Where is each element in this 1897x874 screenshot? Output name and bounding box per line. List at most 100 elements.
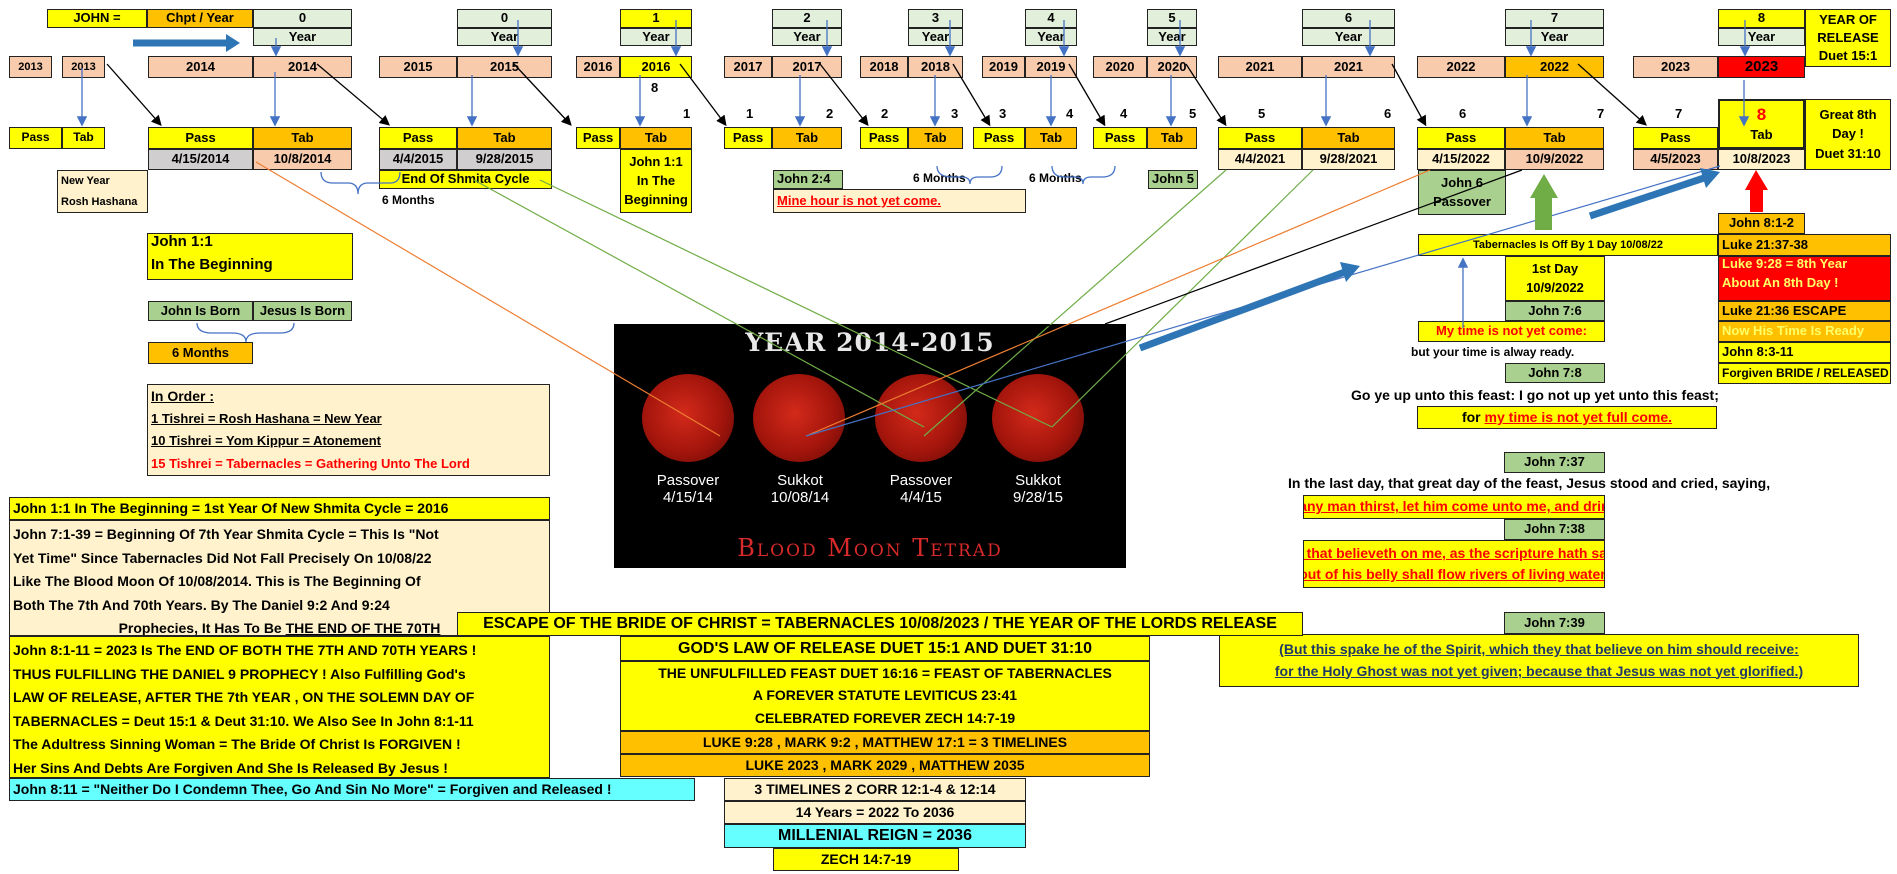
year-text: Year [1037,28,1065,44]
six-months-text: 6 Months [171,344,230,360]
john-born-text: John Is Born [160,302,241,318]
date-cell: 10/8/2014 [253,149,352,170]
paragraph-line: THUS FULFILLING THE DANIEL 9 PROPHECY ! … [13,665,466,682]
tab-text: Tab [1039,129,1063,145]
chapter-8: 8 [1718,9,1805,28]
year-2016a: 2016 [576,56,620,78]
line1-text: John 1:1 In The Beginning = 1st Year Of … [13,499,449,516]
beginning-shmita-line: John 1:1 In The Beginning = 1st Year Of … [9,497,550,520]
year-2019b: 2019 [1025,56,1077,78]
great-8th-day-box: Great 8th Day ! Duet 31:10 [1805,99,1891,170]
pass-text: Pass [402,129,434,145]
john812-text: John 8:1-2 [1728,215,1794,231]
mine-hour-text: Mine hour is not yet come. [777,192,941,208]
year-value: 2017 [792,58,822,74]
year-value: 2014 [186,58,215,74]
john6-line: Passover [1433,194,1491,209]
num-label: 1 [683,106,691,121]
luke928-line: Luke 9:28 = 8th Year [1722,256,1848,271]
spirit-line: (But this spake he of the Spirit, which … [1279,641,1799,658]
john811-text: John 8:11 = "Neither Do I Condemn Thee, … [13,780,612,797]
paragraph-line: Yet Time" Since Tabernacles Did Not Fall… [13,549,432,566]
num-label: 6 [1459,106,1467,121]
tab-cell: Tab [620,127,692,149]
date-cell: 4/4/2015 [379,149,457,170]
thirst-box: If any man thirst, let him come unto me,… [1303,495,1605,519]
john737-text: John 7:37 [1524,454,1585,470]
year-value: 2018 [921,58,950,74]
year-label: Year [1147,28,1197,46]
release-line: Duet 15:1 [1818,48,1878,64]
tab-text: Tab [493,129,516,145]
year-value: 2016 [641,58,671,74]
john-7-39-box: John 7:39 [1504,612,1605,634]
tab-text: Tab [924,129,947,145]
shmita-paragraph: John 7:1-39 = Beginning Of 7th Year Shmi… [9,520,550,636]
num-label: 3 [951,106,959,121]
year-text: Year [1158,28,1186,44]
my-time-box: My time is not yet come: [1418,321,1605,342]
john-6-box: John 6 Passover [1418,170,1506,215]
chapter-num: 4 [1047,10,1055,26]
new-year-box: New Year Rosh Hashana [57,170,148,213]
date-text: 4/4/2021 [1234,151,1286,167]
year-text: Year [793,28,821,44]
john6-line: John 6 [1441,174,1483,190]
tab-cell: Tab [908,127,963,149]
in-order-line: 15 Tishrei = Tabernacles = Gathering Unt… [151,455,470,471]
spirit-box: (But this spake he of the Spirit, which … [1219,634,1859,687]
date-text: 4/5/2023 [1650,151,1701,167]
tab-text: Tab [795,129,819,145]
millenial-reign-box: MILLENIAL REIGN = 2036 [724,824,1026,848]
fourteen-years-box: 14 Years = 2022 To 2036 [724,801,1026,824]
year-2015a: 2015 [379,56,457,78]
john-8-11-line: John 8:11 = "Neither Do I Condemn Thee, … [9,778,695,801]
luke-9-28-box: Luke 9:28 = 8th Year About An 8th Day ! [1718,256,1891,301]
paragraph-line: Prophecies, It Has To Be [118,620,282,636]
num-label: 5 [1258,106,1266,121]
pass-text: Pass [1104,129,1136,145]
tab-cell: Tab [1147,127,1197,149]
year-value: 2020 [1105,58,1135,74]
year-2017a: 2017 [724,56,772,78]
release-line: YEAR OF [1819,11,1877,27]
year-value: 2021 [1334,58,1363,74]
first-day-line: 1st Day [1531,260,1579,276]
go-ye-text: Go ye up unto this feast: I go not up ye… [1351,387,1719,403]
num-label: 3 [999,106,1007,121]
year-text: Year [921,28,950,44]
moon-name: Passover [656,472,720,489]
three-timelines-text: 3 TIMELINES 2 CORR 12:1-4 & 12:14 [754,780,996,797]
great-line: Duet 31:10 [1815,145,1881,161]
date-text: 10/8/2014 [273,151,332,167]
year-2018a: 2018 [860,56,908,78]
jesus-born-box: Jesus Is Born [253,301,352,321]
pass-cell: Pass [1417,127,1505,149]
law-text: GOD'S LAW OF RELEASE DUET 15:1 AND DUET … [678,639,1092,657]
blood-moon-3 [875,374,967,462]
in-order-title: In Order : [151,387,215,404]
tab-text: Tab [73,130,94,145]
blood-moon-2 [753,374,845,462]
john5-text: John 5 [1152,171,1194,187]
chapter-num: 3 [931,10,940,26]
chapter-num: 0 [298,10,307,26]
year-of-release-box: YEAR OF RELEASE Duet 15:1 [1805,9,1891,67]
date-text: 10/8/2023 [1732,151,1791,167]
tab-cell: Tab [1025,127,1077,149]
moon-date: 4/4/15 [900,489,942,507]
john11-line: In The [636,172,676,188]
for-my-time-box: for my time is not yet full come. [1417,406,1717,429]
in-order-line: 1 Tishrei = Rosh Hashana = New Year [151,411,382,427]
six-months-label: 6 Months [382,193,435,207]
moon-date: 4/15/14 [662,489,714,507]
chapter-num: 5 [1168,10,1176,26]
date-cell: 10/9/2022 [1505,149,1604,170]
date-text: 4/15/2014 [171,151,230,167]
moon-date: 10/08/14 [770,489,830,507]
new-year-line: Rosh Hashana [61,195,138,208]
pass-cell: Pass [860,127,908,149]
feast-line: A FOREVER STATUTE LEVITICUS 23:41 [752,687,1018,704]
year-text: Year [288,28,317,44]
